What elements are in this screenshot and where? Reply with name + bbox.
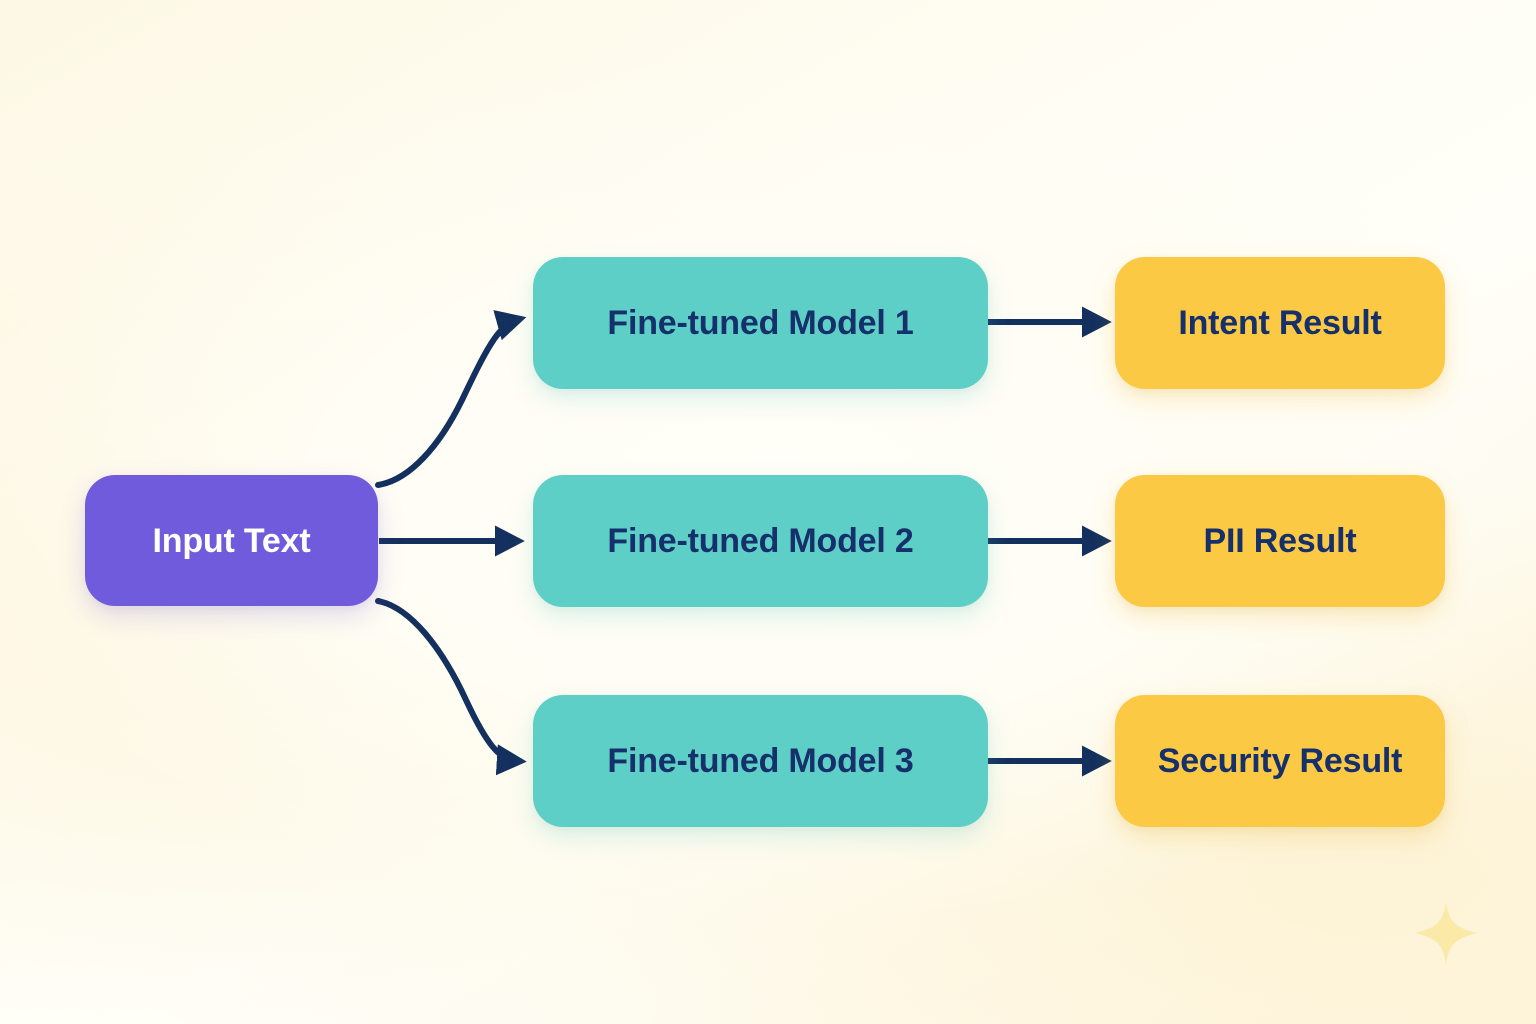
node-pii-result-label: PII Result <box>1203 522 1357 560</box>
node-intent-result[interactable]: Intent Result <box>1115 257 1445 389</box>
node-intent-result-label: Intent Result <box>1178 304 1382 342</box>
node-fine-tuned-model-3[interactable]: Fine-tuned Model 3 <box>533 695 988 827</box>
node-security-result-label: Security Result <box>1157 742 1403 780</box>
node-fine-tuned-model-1[interactable]: Fine-tuned Model 1 <box>533 257 988 389</box>
edge-input-to-model-3 <box>375 598 527 776</box>
node-input-text[interactable]: Input Text <box>85 475 378 606</box>
node-pii-result[interactable]: PII Result <box>1115 475 1445 607</box>
node-security-result[interactable]: Security Result <box>1115 695 1445 827</box>
node-fine-tuned-model-3-label: Fine-tuned Model 3 <box>607 742 914 780</box>
node-fine-tuned-model-2-label: Fine-tuned Model 2 <box>607 522 914 560</box>
node-fine-tuned-model-2[interactable]: Fine-tuned Model 2 <box>533 475 988 607</box>
node-input-text-label: Input Text <box>152 521 311 560</box>
edge-input-to-model-1 <box>375 310 527 488</box>
node-fine-tuned-model-1-label: Fine-tuned Model 1 <box>607 304 914 342</box>
sparkle-icon <box>1414 901 1478 965</box>
